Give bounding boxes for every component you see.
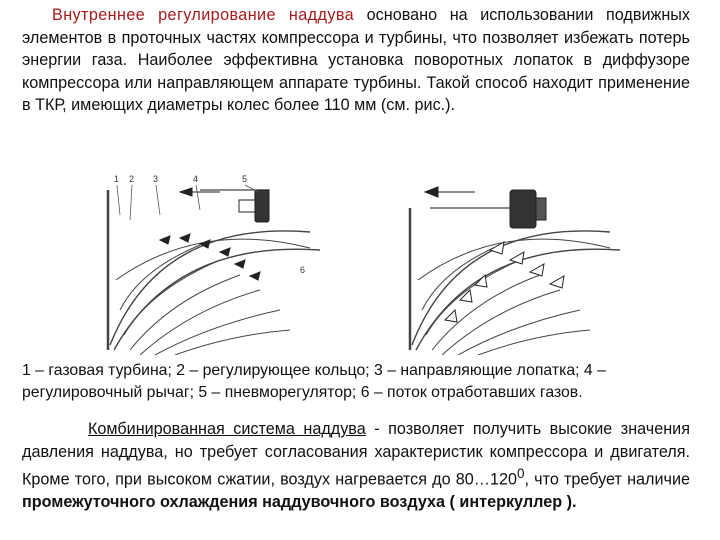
guide-ring-left — [115, 238, 311, 281]
callout-5: 5 — [242, 174, 247, 184]
intro-term: Внутреннее регулирование наддува — [52, 6, 355, 24]
callout-1: 1 — [114, 174, 119, 184]
callout-labels: 1 2 3 4 5 6 — [114, 174, 305, 275]
regulator-right — [509, 189, 547, 229]
pneumatic-regulator-left — [254, 189, 270, 223]
arrows-left — [158, 187, 261, 281]
diagram-left-panel — [106, 189, 321, 355]
regulator-left — [238, 189, 270, 223]
combined-text-b: , что требует наличие — [524, 470, 691, 489]
turbine-ring-inner-left — [113, 248, 321, 351]
turbine-ring-outer-right — [411, 230, 611, 346]
callout-4: 4 — [193, 174, 198, 184]
arrows-right — [423, 186, 565, 323]
turbine-ring-outer-left — [109, 230, 311, 346]
combined-paragraph: Комбинированная система наддува - позвол… — [22, 418, 690, 513]
callout-3: 3 — [153, 174, 158, 184]
intro-paragraph: Внутреннее регулирование наддува основан… — [22, 4, 690, 117]
figure-caption: 1 – газовая турбина; 2 – регулирующее ко… — [22, 362, 606, 401]
degree-superscript: 0 — [516, 466, 525, 481]
pneumatic-regulator-right — [509, 189, 537, 229]
turbine-ring-inner-right — [415, 248, 621, 351]
combined-bold: промежуточного охлаждения наддувочного в… — [22, 492, 577, 511]
combined-title: Комбинированная система наддува — [88, 420, 366, 438]
turbine-diagram: 1 2 3 4 5 6 — [106, 174, 621, 355]
intro-text: основано на использовании подвижных элем… — [22, 6, 690, 114]
callout-6: 6 — [300, 265, 305, 275]
diagram-right-panel — [408, 207, 621, 355]
combined-text-a: - позволяет получить высокие значения да… — [22, 420, 690, 489]
callout-2: 2 — [129, 174, 134, 184]
